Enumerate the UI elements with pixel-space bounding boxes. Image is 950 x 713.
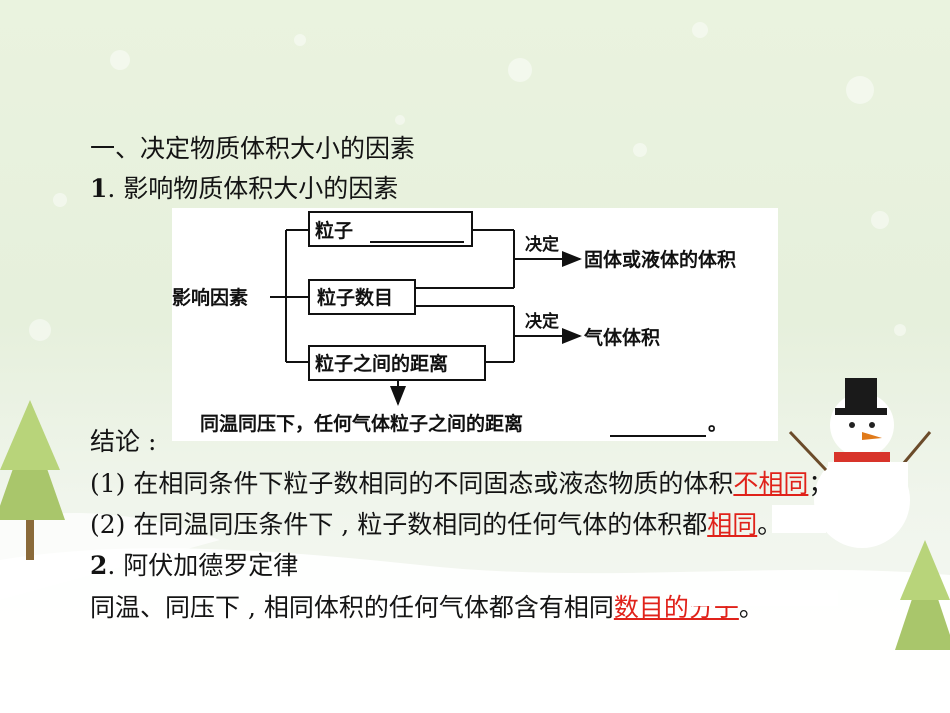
- answer-mask-1: [828, 462, 908, 490]
- label-box2: 粒子数目: [317, 286, 393, 309]
- factor-diagram: 影响因素 粒子 粒子数目 粒子之间的距离 决定 决定 固体或液体的体积 气体体积…: [172, 208, 778, 441]
- line1-text: (1) 在相同条件下粒子数相同的不同固态或液态物质的体积: [90, 469, 734, 498]
- box-particle-number: [308, 279, 416, 315]
- section1-heading: 1. 影响物质体积大小的因素: [90, 174, 398, 204]
- line2-answer: 相同: [707, 510, 758, 539]
- heading: 一、决定物质体积大小的因素: [90, 134, 416, 163]
- label-arrow2: 决定: [525, 311, 559, 332]
- section1-number: 1: [90, 174, 108, 203]
- conclusion-line-2: (2) 在同温同压条件下 , 粒子数相同的任何气体的体积都相同。: [90, 510, 782, 540]
- tree-right: [895, 540, 950, 650]
- tree-left: [0, 400, 65, 560]
- label-result2: 气体体积: [583, 326, 660, 349]
- line2-text: (2) 在同温同压条件下 , 粒子数相同的任何气体的体积都: [90, 510, 708, 539]
- label-box3: 粒子之间的距离: [315, 352, 448, 375]
- section2-title: . 阿伏加德罗定律: [107, 551, 299, 580]
- label-factors: 影响因素: [172, 286, 248, 309]
- bokeh-dots: [29, 22, 906, 341]
- label-arrow1: 决定: [525, 234, 559, 255]
- law-text: 同温、同压下 , 相同体积的任何气体都含有相同: [90, 593, 614, 622]
- section2-heading: 2. 阿伏加德罗定律: [90, 551, 298, 581]
- label-box1: 粒子: [315, 219, 353, 242]
- answer-mask-3: [688, 590, 838, 606]
- avogadro-law: 同温、同压下 , 相同体积的任何气体都含有相同数目的分子。: [90, 593, 764, 623]
- label-bottom: 同温同压下，任何气体粒子之间的距离: [200, 412, 523, 435]
- snow-hill: [0, 512, 220, 600]
- answer-mask-2: [772, 505, 826, 533]
- section2-number: 2: [90, 551, 108, 580]
- conclusion-label: 结论 :: [90, 427, 157, 456]
- conclusion-line-1: (1) 在相同条件下粒子数相同的不同固态或液态物质的体积不相同；: [90, 469, 833, 499]
- line1-answer: 不相同: [733, 469, 809, 498]
- label-bottom-end: 。: [708, 413, 727, 435]
- factor-diagram-svg: 影响因素 粒子 粒子数目 粒子之间的距离 决定 决定 固体或液体的体积 气体体积…: [172, 211, 736, 437]
- snow-ground: [0, 548, 950, 713]
- section1-title: . 影响物质体积大小的因素: [107, 174, 399, 203]
- label-result1: 固体或液体的体积: [584, 248, 736, 271]
